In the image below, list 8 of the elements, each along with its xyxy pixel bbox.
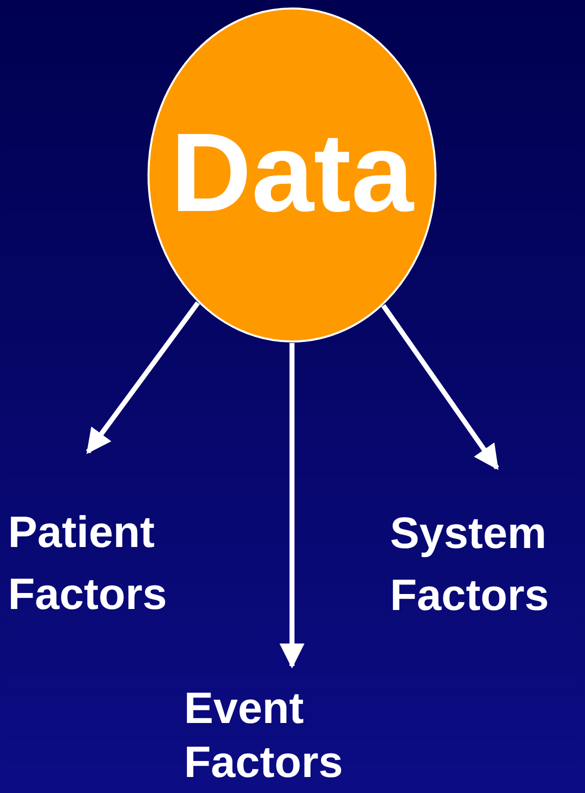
arrow bbox=[381, 304, 500, 470]
node-label: Patient Factors bbox=[8, 507, 168, 621]
node-label: System Factors bbox=[390, 508, 550, 622]
arrow bbox=[280, 343, 304, 668]
node-label: Data bbox=[170, 113, 416, 233]
node-label: Event Factors bbox=[184, 683, 344, 789]
arrow bbox=[86, 301, 200, 454]
data-ellipse bbox=[147, 7, 437, 343]
